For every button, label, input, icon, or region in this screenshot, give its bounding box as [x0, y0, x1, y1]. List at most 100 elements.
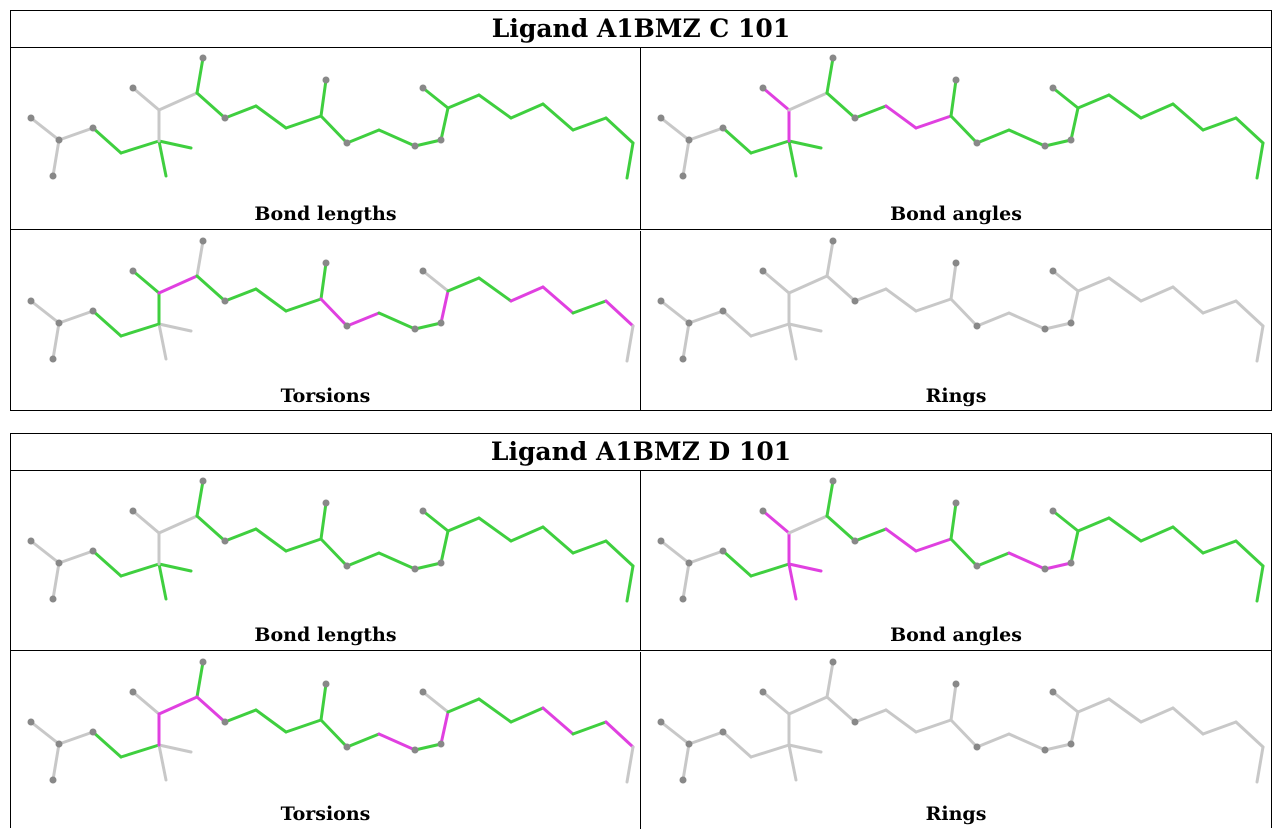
bond: [51, 138, 61, 178]
atom: [89, 307, 97, 315]
bond: [659, 299, 691, 325]
molecule-diagram: [657, 237, 1265, 363]
atom: [829, 658, 837, 666]
molecule-diagram: [27, 658, 635, 784]
bond: [884, 708, 918, 734]
bond: [787, 322, 798, 361]
bond: [446, 93, 481, 110]
bond: [195, 660, 205, 699]
bond: [825, 91, 857, 120]
bond: [787, 743, 823, 754]
bond: [284, 718, 323, 734]
bond: [377, 128, 417, 148]
bond: [1076, 93, 1111, 110]
bond: [1007, 551, 1047, 571]
panel-title: Ligand A1BMZ D 101: [11, 434, 1271, 471]
atom: [657, 114, 665, 122]
molecule-diagram: [27, 237, 635, 363]
bond: [853, 104, 888, 120]
bond: [345, 732, 381, 749]
atom: [55, 740, 63, 748]
bond: [319, 297, 349, 328]
atom: [719, 728, 727, 736]
atom: [657, 297, 665, 305]
bond: [509, 102, 545, 120]
bond: [157, 514, 199, 535]
bond: [659, 116, 691, 142]
atom: [27, 297, 35, 305]
atom: [437, 740, 445, 748]
bond: [1043, 742, 1073, 752]
bond: [477, 276, 513, 303]
atom: [952, 499, 960, 507]
bond: [157, 274, 199, 295]
bond: [1255, 324, 1265, 363]
atom: [49, 595, 57, 603]
cell-bond-angles: Bond angles: [641, 48, 1271, 230]
bond: [949, 718, 979, 749]
bond: [195, 274, 227, 303]
atom: [343, 322, 351, 330]
atom: [759, 688, 767, 696]
bond: [625, 564, 635, 603]
atom: [411, 142, 419, 150]
cell-label: Bond angles: [890, 624, 1022, 646]
bond: [975, 551, 1011, 568]
bond: [541, 525, 575, 555]
cell-torsions: Torsions: [11, 231, 641, 411]
bond: [787, 274, 829, 295]
bond: [195, 479, 205, 518]
bond: [604, 116, 635, 145]
bond: [1171, 285, 1205, 315]
bond: [1234, 720, 1265, 749]
bond: [761, 269, 791, 295]
bond: [439, 529, 450, 565]
bond: [421, 509, 450, 533]
bond: [1171, 525, 1205, 555]
bond: [1069, 106, 1080, 142]
cell-torsions: Torsions: [11, 652, 641, 829]
bond: [446, 516, 481, 533]
bond: [509, 285, 545, 303]
bond: [29, 299, 61, 325]
bond: [541, 285, 575, 315]
bond: [884, 527, 918, 553]
atom: [685, 136, 693, 144]
bond: [1234, 299, 1265, 328]
atom: [685, 559, 693, 567]
bond: [1139, 102, 1175, 120]
bond: [787, 139, 823, 150]
atom: [221, 114, 229, 122]
bond: [319, 718, 349, 749]
atom: [199, 237, 207, 245]
atom: [89, 124, 97, 132]
ligand-panel-d: Ligand A1BMZ D 101 Bond lengths Bond ang…: [10, 433, 1272, 829]
atom: [679, 355, 687, 363]
bond: [421, 269, 450, 293]
bond: [1076, 697, 1111, 714]
bond: [1051, 86, 1080, 110]
cell-label: Torsions: [280, 385, 371, 407]
bond: [377, 311, 417, 331]
bond: [29, 720, 61, 746]
bond: [1069, 529, 1080, 565]
bond: [51, 561, 61, 601]
atom: [419, 688, 427, 696]
cell-label: Bond lengths: [254, 624, 397, 646]
bond: [57, 730, 95, 746]
bond: [571, 539, 608, 555]
bond: [91, 126, 123, 155]
bond: [1255, 141, 1265, 180]
bond: [477, 93, 513, 120]
bond: [604, 539, 635, 568]
atom: [199, 477, 207, 485]
bond: [1007, 128, 1047, 148]
bond: [446, 697, 481, 714]
atom: [322, 499, 330, 507]
atom: [719, 547, 727, 555]
bond: [825, 274, 857, 303]
atom: [437, 559, 445, 567]
panel-title: Ligand A1BMZ C 101: [11, 11, 1271, 48]
bond: [1107, 93, 1143, 120]
bond: [119, 322, 161, 338]
